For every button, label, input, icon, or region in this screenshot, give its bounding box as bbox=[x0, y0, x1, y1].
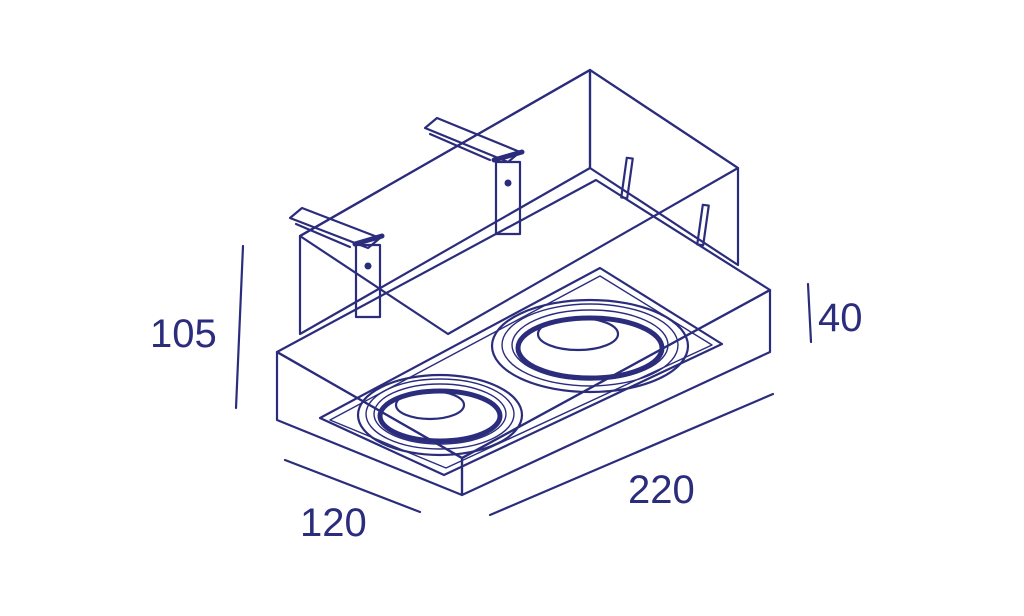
dim-label-120: 120 bbox=[300, 501, 367, 545]
mounting-clip-left bbox=[288, 206, 385, 319]
dim-label-220: 220 bbox=[628, 468, 695, 512]
dim-line-120 bbox=[283, 458, 422, 514]
dim-line-40 bbox=[806, 282, 813, 344]
mounting-clip-right bbox=[423, 116, 525, 236]
lamp-right bbox=[490, 298, 690, 394]
dim-label-40: 40 bbox=[818, 296, 863, 340]
dimension-lines bbox=[234, 244, 813, 517]
lamp-left bbox=[356, 373, 524, 457]
dim-line-105 bbox=[234, 244, 245, 410]
dim-label-105: 105 bbox=[150, 312, 217, 356]
dim-line-220 bbox=[488, 392, 775, 517]
